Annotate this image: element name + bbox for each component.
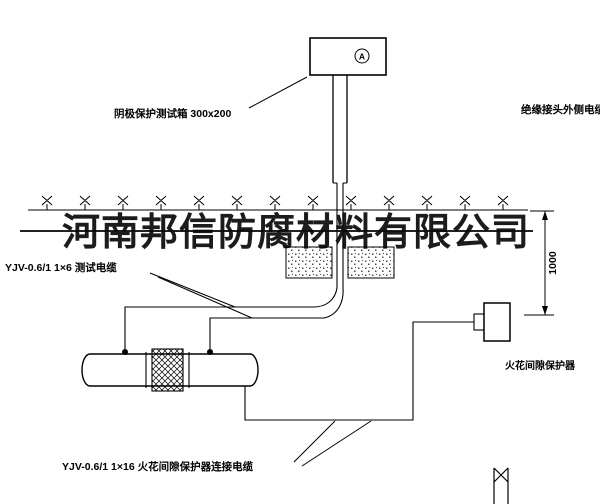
- spark-gap-cable-leader-2: [301, 420, 372, 467]
- spark-gap-cable-label: YJV-0.6/1 1×16 火花间隙保护器连接电缆: [62, 460, 254, 473]
- pipe-right-cap: [249, 353, 259, 387]
- conduit-group: [332, 75, 348, 288]
- watermark-group: 河南邦信防腐材料有限公司: [20, 212, 533, 254]
- outer-cable-label: 绝缘接头外侧电缆: [521, 103, 600, 116]
- insulating-joint: [151, 348, 184, 392]
- ammeter-symbol: [354, 48, 370, 64]
- dimension-value: 1000: [547, 251, 559, 275]
- spark-gap-cable-leader-1: [293, 420, 336, 463]
- ammeter-label: A: [359, 52, 365, 62]
- weld-point-right: [207, 349, 213, 355]
- test-box-group: A: [309, 37, 387, 76]
- spark-gap-body: [483, 302, 511, 342]
- concrete-block-right: [347, 246, 395, 279]
- concrete-block-left: [285, 246, 333, 279]
- dimension-group: 1000: [524, 210, 559, 316]
- spark-gap-stem: [473, 313, 485, 331]
- test-cable-1: [124, 287, 338, 351]
- ground-group: [28, 195, 528, 211]
- ground-hatch-marks: [41, 195, 509, 210]
- test-cable-label: YJV-0.6/1 1×6 测试电缆: [5, 261, 117, 274]
- test-box: [309, 37, 387, 76]
- spark-gap-group: [473, 302, 511, 342]
- pipe-riser-symbol: [493, 467, 509, 504]
- test-cable-2: [209, 287, 344, 351]
- pipe-left-cap: [81, 353, 91, 387]
- spark-gap-cable: [244, 321, 474, 421]
- weld-point-left: [122, 349, 128, 355]
- test-cable-leader-1: [149, 272, 236, 308]
- dimension-arrow-bottom: [542, 306, 548, 315]
- spark-gap-label: 火花间隙保护器: [505, 359, 576, 372]
- test-box-label: 阴极保护测试箱 300x200: [114, 107, 231, 120]
- dimension-arrow-top: [542, 211, 548, 220]
- test-cable-leader-2: [157, 276, 253, 319]
- test-box-leader-line: [248, 76, 308, 109]
- pipe-group: [81, 348, 259, 392]
